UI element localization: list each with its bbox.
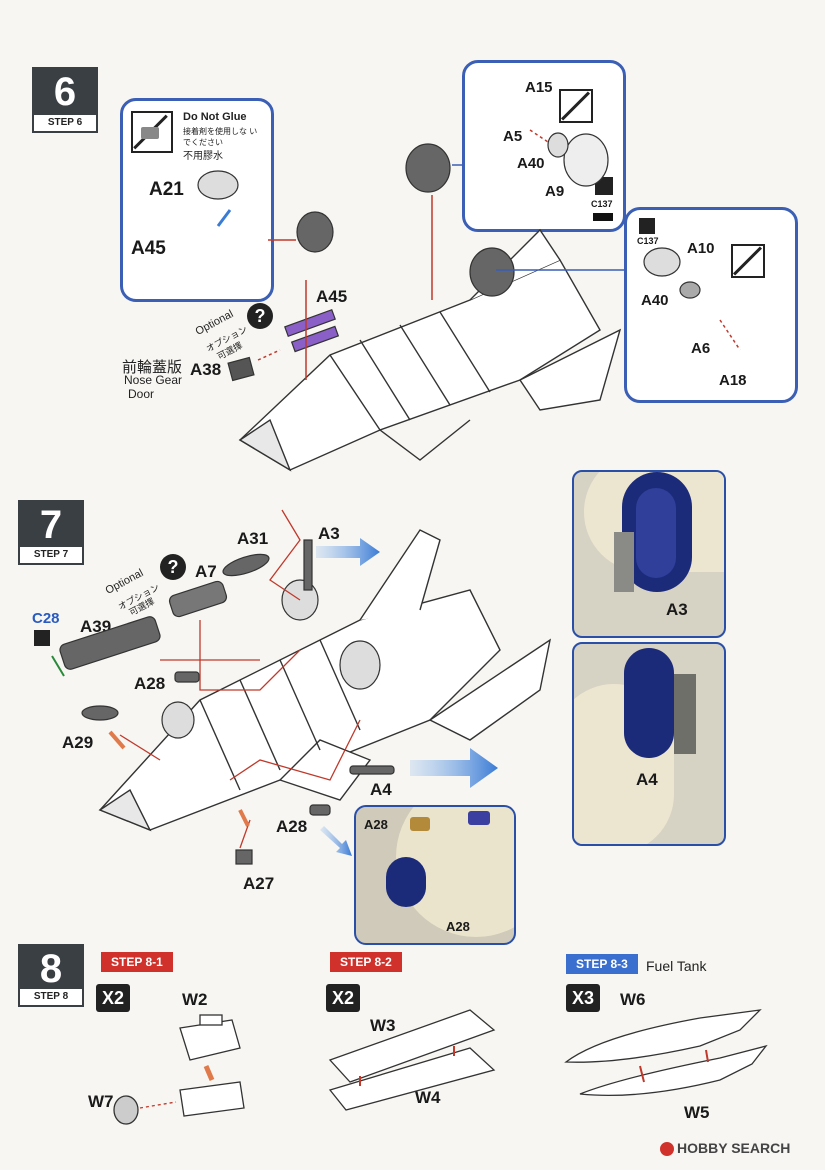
part-label-a45: A45 <box>316 287 348 306</box>
step-7-label: STEP 7 <box>18 545 84 565</box>
photo-label-a28-bottom: A28 <box>446 919 470 934</box>
step-6-label: STEP 6 <box>32 113 98 133</box>
quantity-8-1: X2 <box>96 984 130 1012</box>
paint-icon-c28 <box>34 630 50 646</box>
substep-8-1-label: STEP 8-1 <box>101 952 173 972</box>
do-not-glue-cn: 不用膠水 <box>183 151 223 162</box>
part-label-a15: A15 <box>525 79 553 96</box>
main-gear-detail-box-top: A15 A5 A40 A9 C137 <box>462 60 626 232</box>
part-label-a40-top: A40 <box>517 155 545 172</box>
photo-label-a28-top: A28 <box>364 817 388 832</box>
step-6-number: 6 <box>32 67 98 117</box>
part-label-w7: W7 <box>88 1092 114 1111</box>
part-label-w2: W2 <box>182 990 208 1009</box>
step6-aircraft <box>238 228 622 472</box>
part-label-a28-2: A28 <box>276 817 308 836</box>
paint-icon-c137-bottom <box>639 218 655 234</box>
part-label-a45-box: A45 <box>131 238 166 259</box>
do-not-glue-jp2: でください <box>183 138 223 147</box>
part-label-a28-1: A28 <box>134 674 166 693</box>
optional-question-icon-7: ? <box>160 554 186 580</box>
part-label-a39: A39 <box>80 617 112 636</box>
photo-label-a4: A4 <box>636 770 658 789</box>
no-glue-icon <box>131 111 173 153</box>
step-8-number: 8 <box>18 944 84 994</box>
paint-code-c28: C28 <box>32 610 60 627</box>
part-label-a21: A21 <box>149 179 184 200</box>
no-glue-icon-3 <box>731 244 765 278</box>
paint-swatch-c137-top <box>593 213 613 221</box>
photo-detail-a28: A28 A28 <box>354 805 516 945</box>
nose-gear-en1: Nose Gear <box>124 373 183 387</box>
part-label-w6: W6 <box>620 990 646 1009</box>
paint-code-c137-bottom: C137 <box>637 236 659 246</box>
do-not-glue-box: Do Not Glue 接着剤を使用しな い でください 不用膠水 A21 A4… <box>120 98 274 302</box>
part-label-a18: A18 <box>719 372 747 389</box>
part-label-a27: A27 <box>243 874 275 893</box>
part-label-w4: W4 <box>415 1088 441 1107</box>
photo-label-a3: A3 <box>666 600 688 619</box>
part-label-a4: A4 <box>370 780 392 799</box>
part-label-a29: A29 <box>62 733 94 752</box>
quantity-8-2: X2 <box>326 984 360 1012</box>
do-not-glue-title: Do Not Glue <box>183 111 247 123</box>
substep-8-3-label: STEP 8-3 <box>566 954 638 974</box>
part-label-a38: A38 <box>190 360 222 379</box>
part-label-a10: A10 <box>687 240 715 257</box>
part-label-a40-bottom: A40 <box>641 292 669 309</box>
nose-gear-cn: 前輪蓋版 <box>122 359 183 376</box>
paint-code-c137-top: C137 <box>591 199 613 209</box>
photo-detail-a4: A4 <box>572 642 726 846</box>
hobby-search-watermark: HOBBY SEARCH <box>660 1140 791 1157</box>
step-7-number: 7 <box>18 500 84 550</box>
fuel-tank-note: Fuel Tank <box>646 958 707 974</box>
photo-detail-a3: A3 <box>572 470 726 638</box>
watermark-text: HOBBY SEARCH <box>677 1140 791 1156</box>
do-not-glue-jp1: 接着剤を使用しな い <box>183 127 258 136</box>
main-gear-detail-box-bottom: C137 A10 A40 A6 A18 <box>624 207 798 403</box>
watermark-logo-icon <box>660 1142 674 1157</box>
part-label-a6: A6 <box>691 340 711 357</box>
part-label-a7: A7 <box>195 562 217 581</box>
part-label-a3: A3 <box>318 524 340 543</box>
step-8-label: STEP 8 <box>18 987 84 1007</box>
no-glue-icon-2 <box>559 89 593 123</box>
part-label-a9: A9 <box>545 183 565 200</box>
nose-gear-en2: Door <box>128 387 155 401</box>
optional-question-icon-6: ? <box>247 303 273 329</box>
part-label-a31: A31 <box>237 529 269 548</box>
substep-8-2-label: STEP 8-2 <box>330 952 402 972</box>
paint-icon-c137-top <box>595 177 613 195</box>
part-label-a5: A5 <box>503 128 523 145</box>
part-label-w3: W3 <box>370 1016 396 1035</box>
quantity-8-3: X3 <box>566 984 600 1012</box>
part-label-w5: W5 <box>684 1103 710 1122</box>
